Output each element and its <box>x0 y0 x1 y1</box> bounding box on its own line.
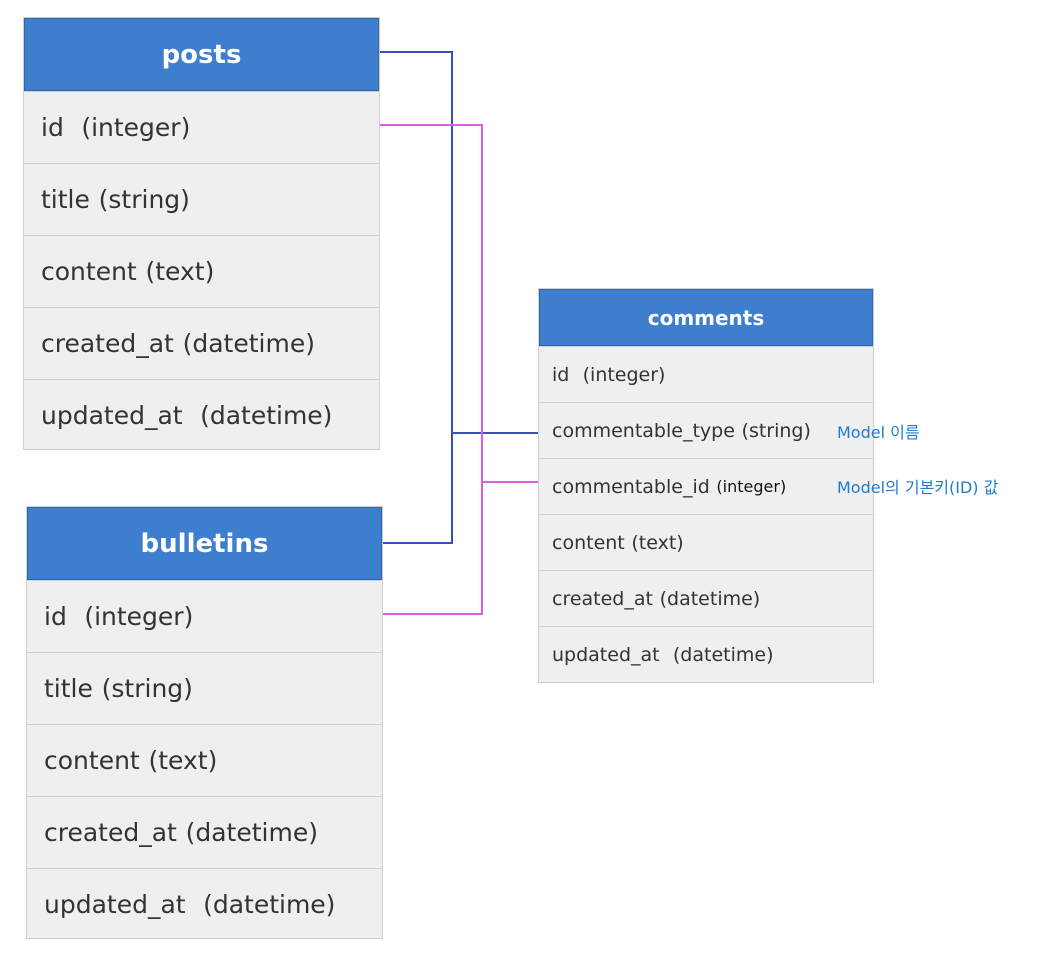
comments-row-created-at: created_at (datetime) <box>539 570 873 626</box>
field-name: commentable_id <box>552 475 710 498</box>
bulletins-row-content: content (text) <box>27 724 382 796</box>
field-type: (datetime) <box>200 401 333 430</box>
field-name: title <box>41 185 90 214</box>
comments-row-commentable-id: commentable_id (integer) <box>539 458 873 514</box>
comments-row-id: id (integer) <box>539 346 873 402</box>
posts-table-title: posts <box>24 18 379 91</box>
posts-row-id: id (integer) <box>24 91 379 163</box>
field-name: id <box>552 363 570 386</box>
posts-row-created-at: created_at (datetime) <box>24 307 379 379</box>
bulletins-to-commentable-type-line <box>383 433 453 544</box>
comments-table: comments id (integer) commentable_type (… <box>538 288 874 683</box>
posts-to-commentable-type-line <box>380 51 453 433</box>
field-type: (integer) <box>84 602 194 631</box>
bulletins-table-title: bulletins <box>27 507 382 580</box>
posts-row-title: title (string) <box>24 163 379 235</box>
comments-row-updated-at: updated_at (datetime) <box>539 626 873 682</box>
bulletins-row-updated-at: updated_at (datetime) <box>27 868 382 940</box>
field-name: created_at <box>44 818 177 847</box>
field-name: updated_at <box>552 643 660 666</box>
bulletins-row-title: title (string) <box>27 652 382 724</box>
field-name: updated_at <box>41 401 183 430</box>
field-name: content <box>552 531 625 554</box>
comments-table-title: comments <box>539 289 873 346</box>
posts-row-content: content (text) <box>24 235 379 307</box>
commentable-id-annotation: Model의 기본키(ID) 값 <box>837 478 999 497</box>
posts-row-updated-at: updated_at (datetime) <box>24 379 379 451</box>
field-name: content <box>41 257 137 286</box>
field-type: (datetime) <box>185 818 318 847</box>
bulletins-row-created-at: created_at (datetime) <box>27 796 382 868</box>
field-type: (datetime) <box>203 890 336 919</box>
field-name: created_at <box>552 587 653 610</box>
field-type: (text) <box>148 746 218 775</box>
commentable-type-annotation: Model 이름 <box>837 423 920 442</box>
bulletins-row-id: id (integer) <box>27 580 382 652</box>
comments-row-commentable-type: commentable_type (string) <box>539 402 873 458</box>
field-name: created_at <box>41 329 174 358</box>
field-type: (integer) <box>81 113 191 142</box>
comments-row-content: content (text) <box>539 514 873 570</box>
field-type: (integer) <box>582 363 666 386</box>
field-name: content <box>44 746 140 775</box>
posts-table: posts id (integer) title (string) conten… <box>23 17 380 450</box>
posts-id-to-commentable-id-line <box>380 124 483 482</box>
field-type: (datetime) <box>659 587 761 610</box>
field-type: (text) <box>631 531 684 554</box>
bulletins-table: bulletins id (integer) title (string) co… <box>26 506 383 939</box>
field-type: (string) <box>741 419 811 442</box>
field-type: (string) <box>98 185 190 214</box>
field-name: updated_at <box>44 890 186 919</box>
field-name: commentable_type <box>552 419 735 442</box>
field-type: (text) <box>145 257 215 286</box>
field-name: title <box>44 674 93 703</box>
field-type: (datetime) <box>672 643 774 666</box>
field-type: (string) <box>101 674 193 703</box>
field-type: (datetime) <box>182 329 315 358</box>
bulletins-id-to-commentable-id-line <box>383 482 483 615</box>
field-name: id <box>44 602 67 631</box>
field-name: id <box>41 113 64 142</box>
field-type: (integer) <box>716 477 787 496</box>
